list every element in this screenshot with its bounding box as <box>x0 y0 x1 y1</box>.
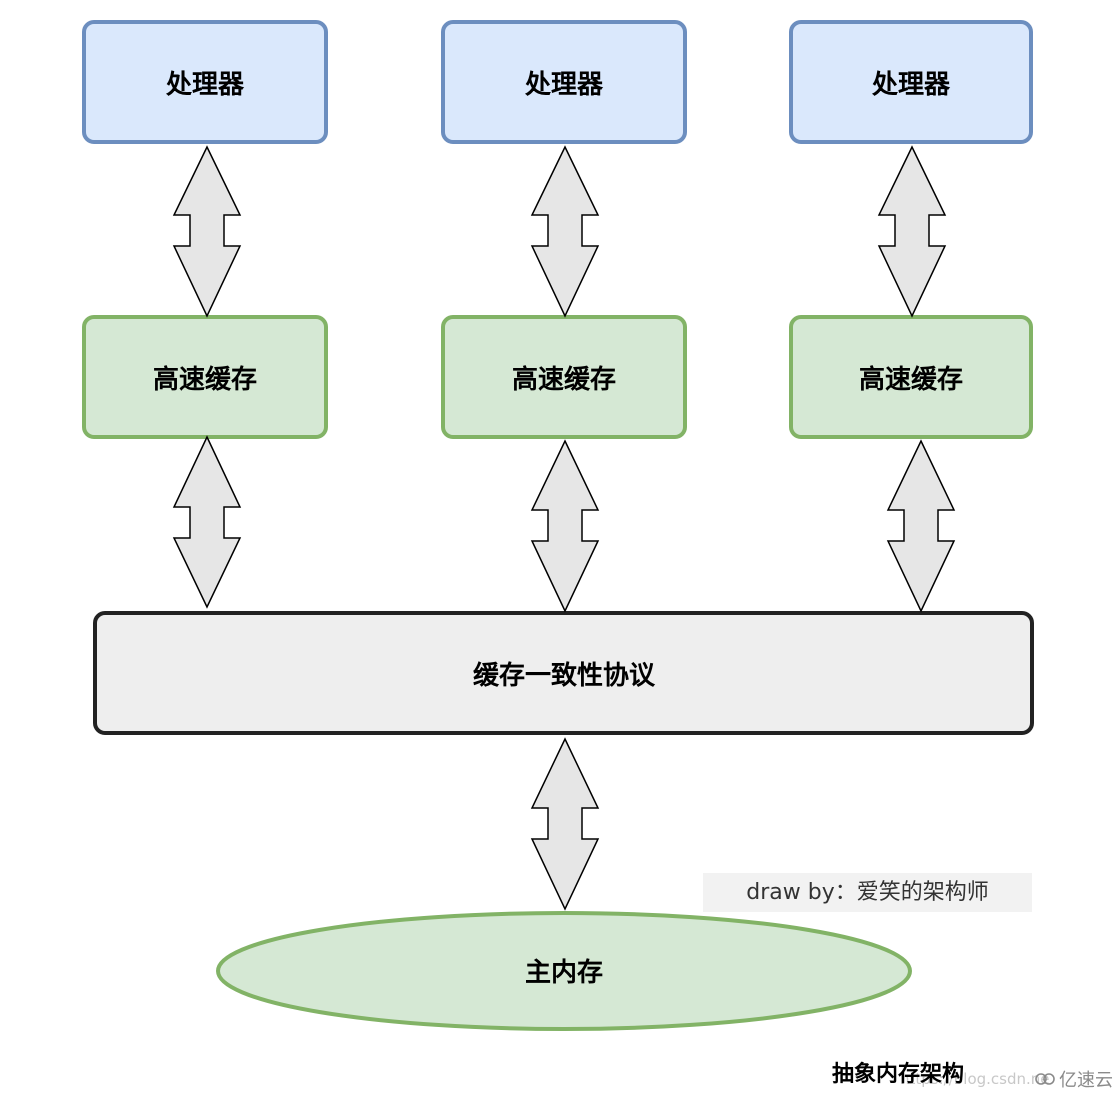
processor-label: 处理器 <box>871 70 951 100</box>
cache-label: 高速缓存 <box>512 364 616 395</box>
bidirectional-arrow <box>172 145 242 318</box>
watermark-text: https://blog.csdn.ne <box>900 1070 1050 1088</box>
cache-label: 高速缓存 <box>153 364 257 395</box>
main-memory-ellipse: 主内存 <box>216 911 912 1031</box>
cache-label: 高速缓存 <box>859 364 963 395</box>
protocol-label: 缓存一致性协议 <box>473 660 656 691</box>
processor-box-2: 处理器 <box>441 20 687 144</box>
processor-label: 处理器 <box>524 70 604 100</box>
brand-logo: 亿速云 <box>1034 1066 1113 1092</box>
bidirectional-arrow <box>530 145 600 318</box>
cache-box-2: 高速缓存 <box>441 315 687 439</box>
bidirectional-arrow <box>530 737 600 911</box>
credit-label: draw by：爱笑的架构师 <box>703 873 1032 912</box>
cloud-icon <box>1035 1073 1055 1085</box>
cache-box-3: 高速缓存 <box>789 315 1033 439</box>
protocol-box: 缓存一致性协议 <box>93 611 1034 735</box>
processor-box-1: 处理器 <box>82 20 328 144</box>
bidirectional-arrow <box>172 435 242 609</box>
bidirectional-arrow <box>877 145 947 318</box>
brand-name: 亿速云 <box>1059 1070 1113 1091</box>
bidirectional-arrow <box>530 439 600 613</box>
diagram-caption: 抽象内存架构 <box>832 1062 965 1087</box>
processor-box-3: 处理器 <box>789 20 1033 144</box>
memory-label: 主内存 <box>525 958 603 988</box>
bidirectional-arrow <box>886 439 956 613</box>
processor-label: 处理器 <box>165 70 245 100</box>
cache-box-1: 高速缓存 <box>82 315 328 439</box>
